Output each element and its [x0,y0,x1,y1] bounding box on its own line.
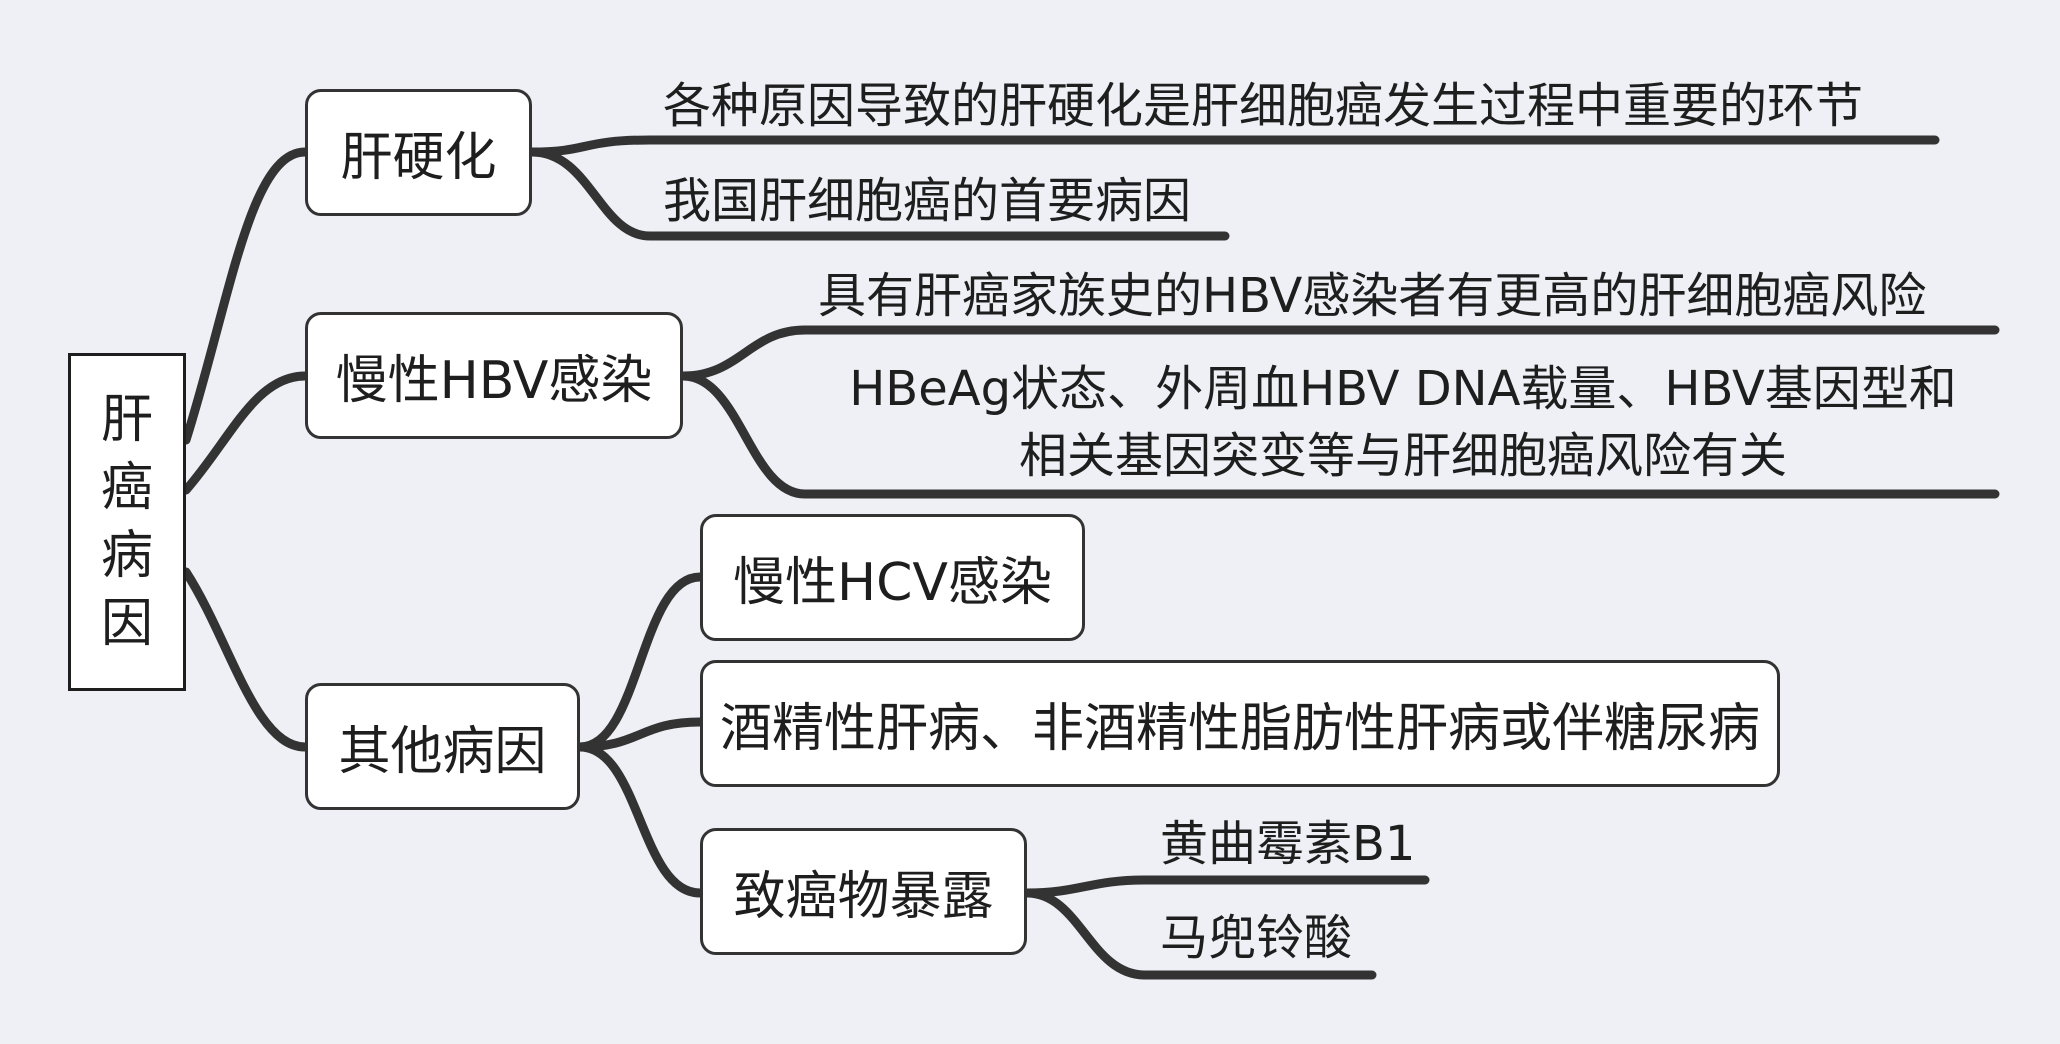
link-cirrhosis-leaf1 [527,135,1940,157]
link-hbv-leaf2 [678,371,2000,499]
link-carcinogen-leaf1 [1022,875,1430,898]
leaf-aristolochic-acid: 马兜铃酸 [1160,910,1353,966]
node-other-causes[interactable]: 其他病因 [305,683,580,810]
leaf-cirrhosis-2: 我国肝细胞癌的首要病因 [663,173,1192,229]
leaf-hbv-2-line2: 相关基因突变等与肝细胞癌风险有关 [1018,428,1787,484]
node-liver-disease[interactable]: 酒精性肝病、非酒精性脂肪性肝病或伴糖尿病 [700,660,1780,787]
node-carcinogen-exposure-label: 致癌物暴露 [733,867,994,927]
node-carcinogen-exposure[interactable]: 致癌物暴露 [700,828,1027,955]
link-root-cirrhosis [181,147,310,445]
node-cirrhosis-label: 肝硬化 [340,128,497,188]
link-root-other [181,567,310,752]
root-label: 肝癌病因 [100,390,153,654]
leaf-cirrhosis-1: 各种原因导致的肝硬化是肝细胞癌发生过程中重要的环节 [663,78,1864,134]
leaf-hbv-1: 具有肝癌家族史的HBV感染者有更高的肝细胞癌风险 [818,268,1927,324]
node-chronic-hcv[interactable]: 慢性HCV感染 [700,514,1085,641]
link-hbv-leaf1 [678,325,2000,381]
node-cirrhosis[interactable]: 肝硬化 [305,89,532,216]
node-liver-disease-label: 酒精性肝病、非酒精性脂肪性肝病或伴糖尿病 [719,699,1760,759]
link-other-hcv [575,572,705,752]
leaf-hbv-2-line1: HBeAg状态、外周血HBV DNA载量、HBV基因型和 [849,361,1957,417]
link-root-hbv [181,371,310,495]
link-cirrhosis-leaf2 [527,147,1230,241]
node-chronic-hcv-label: 慢性HCV感染 [733,553,1052,613]
leaf-aflatoxin: 黄曲霉素B1 [1160,816,1416,872]
node-chronic-hbv[interactable]: 慢性HBV感染 [305,312,683,439]
link-carcinogen-leaf2 [1022,888,1377,980]
node-other-causes-label: 其他病因 [338,722,547,782]
node-chronic-hbv-label: 慢性HBV感染 [335,351,653,411]
link-other-liver [575,717,705,752]
root-node[interactable]: 肝癌病因 [68,353,186,691]
link-other-carcinogen [575,742,705,898]
